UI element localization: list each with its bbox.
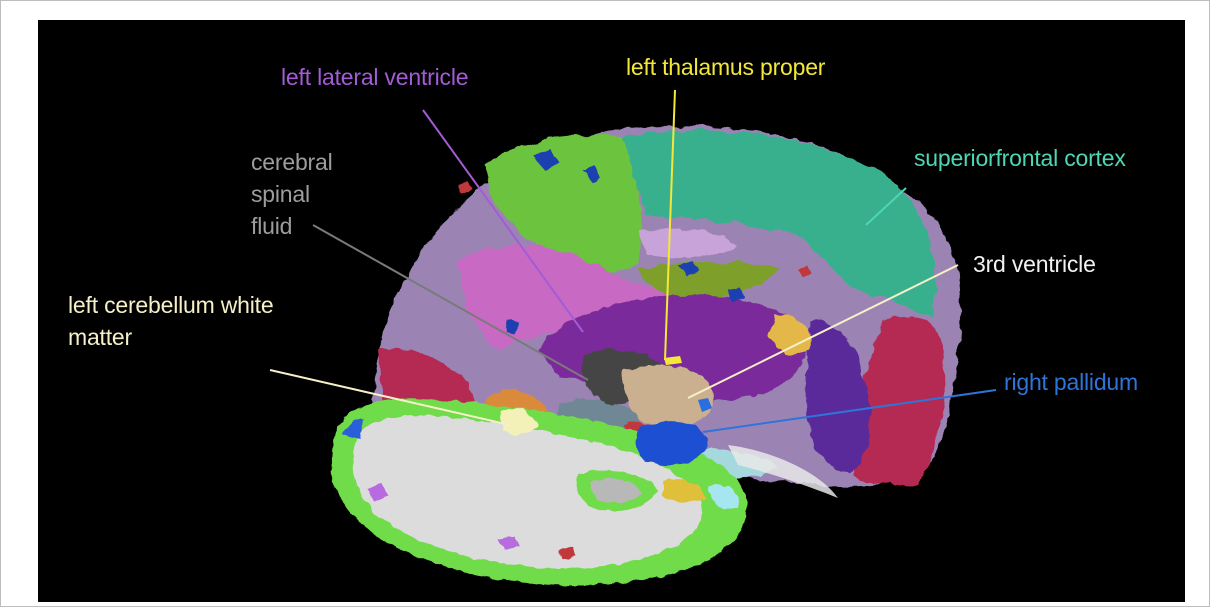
label-superiorfrontal-cortex-text: superiorfrontal cortex xyxy=(914,145,1126,171)
brain-segmentation-panel: left lateral ventricle left thalamus pro… xyxy=(38,20,1185,602)
label-cerebral-spinal-fluid: cerebral spinal fluid xyxy=(251,146,333,242)
label-csf-line-1: cerebral xyxy=(251,146,333,178)
label-left-lateral-ventricle-text: left lateral ventricle xyxy=(281,64,468,90)
label-left-thalamus-proper: left thalamus proper xyxy=(626,52,825,82)
label-csf-line-2: spinal xyxy=(251,178,333,210)
label-csf-line-3: fluid xyxy=(251,210,333,242)
label-left-lateral-ventricle: left lateral ventricle xyxy=(281,62,468,92)
label-left-cerebellum-white-matter: left cerebellum white matter xyxy=(68,289,273,353)
label-right-pallidum-text: right pallidum xyxy=(1004,369,1138,395)
label-lcwm-line-2: matter xyxy=(68,321,273,353)
label-3rd-ventricle-text: 3rd ventricle xyxy=(973,251,1096,277)
label-left-thalamus-proper-text: left thalamus proper xyxy=(626,54,825,80)
label-3rd-ventricle: 3rd ventricle xyxy=(973,249,1096,279)
label-lcwm-line-1: left cerebellum white xyxy=(68,289,273,321)
label-right-pallidum: right pallidum xyxy=(1004,367,1138,397)
label-superiorfrontal-cortex: superiorfrontal cortex xyxy=(914,143,1126,173)
